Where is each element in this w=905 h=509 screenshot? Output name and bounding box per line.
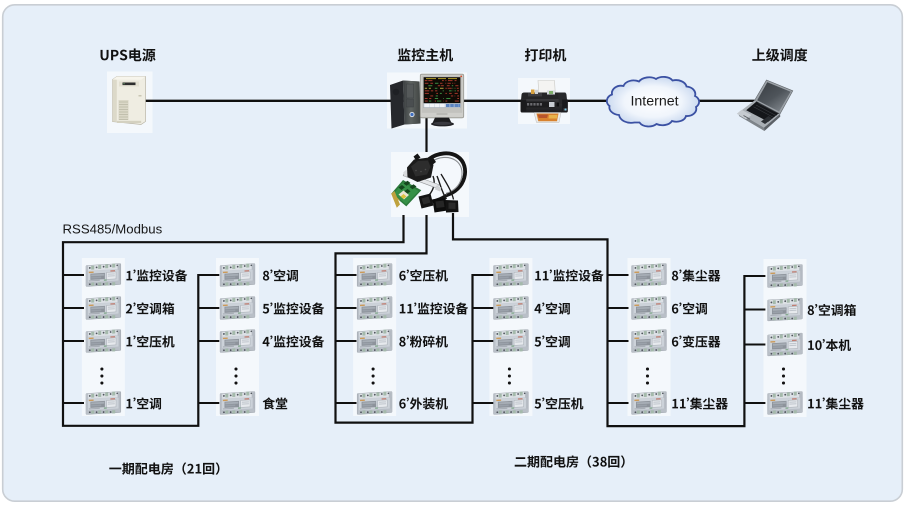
svg-text:RSS485/Modbus: RSS485/Modbus	[63, 222, 163, 237]
svg-text:Internet: Internet	[630, 94, 678, 110]
